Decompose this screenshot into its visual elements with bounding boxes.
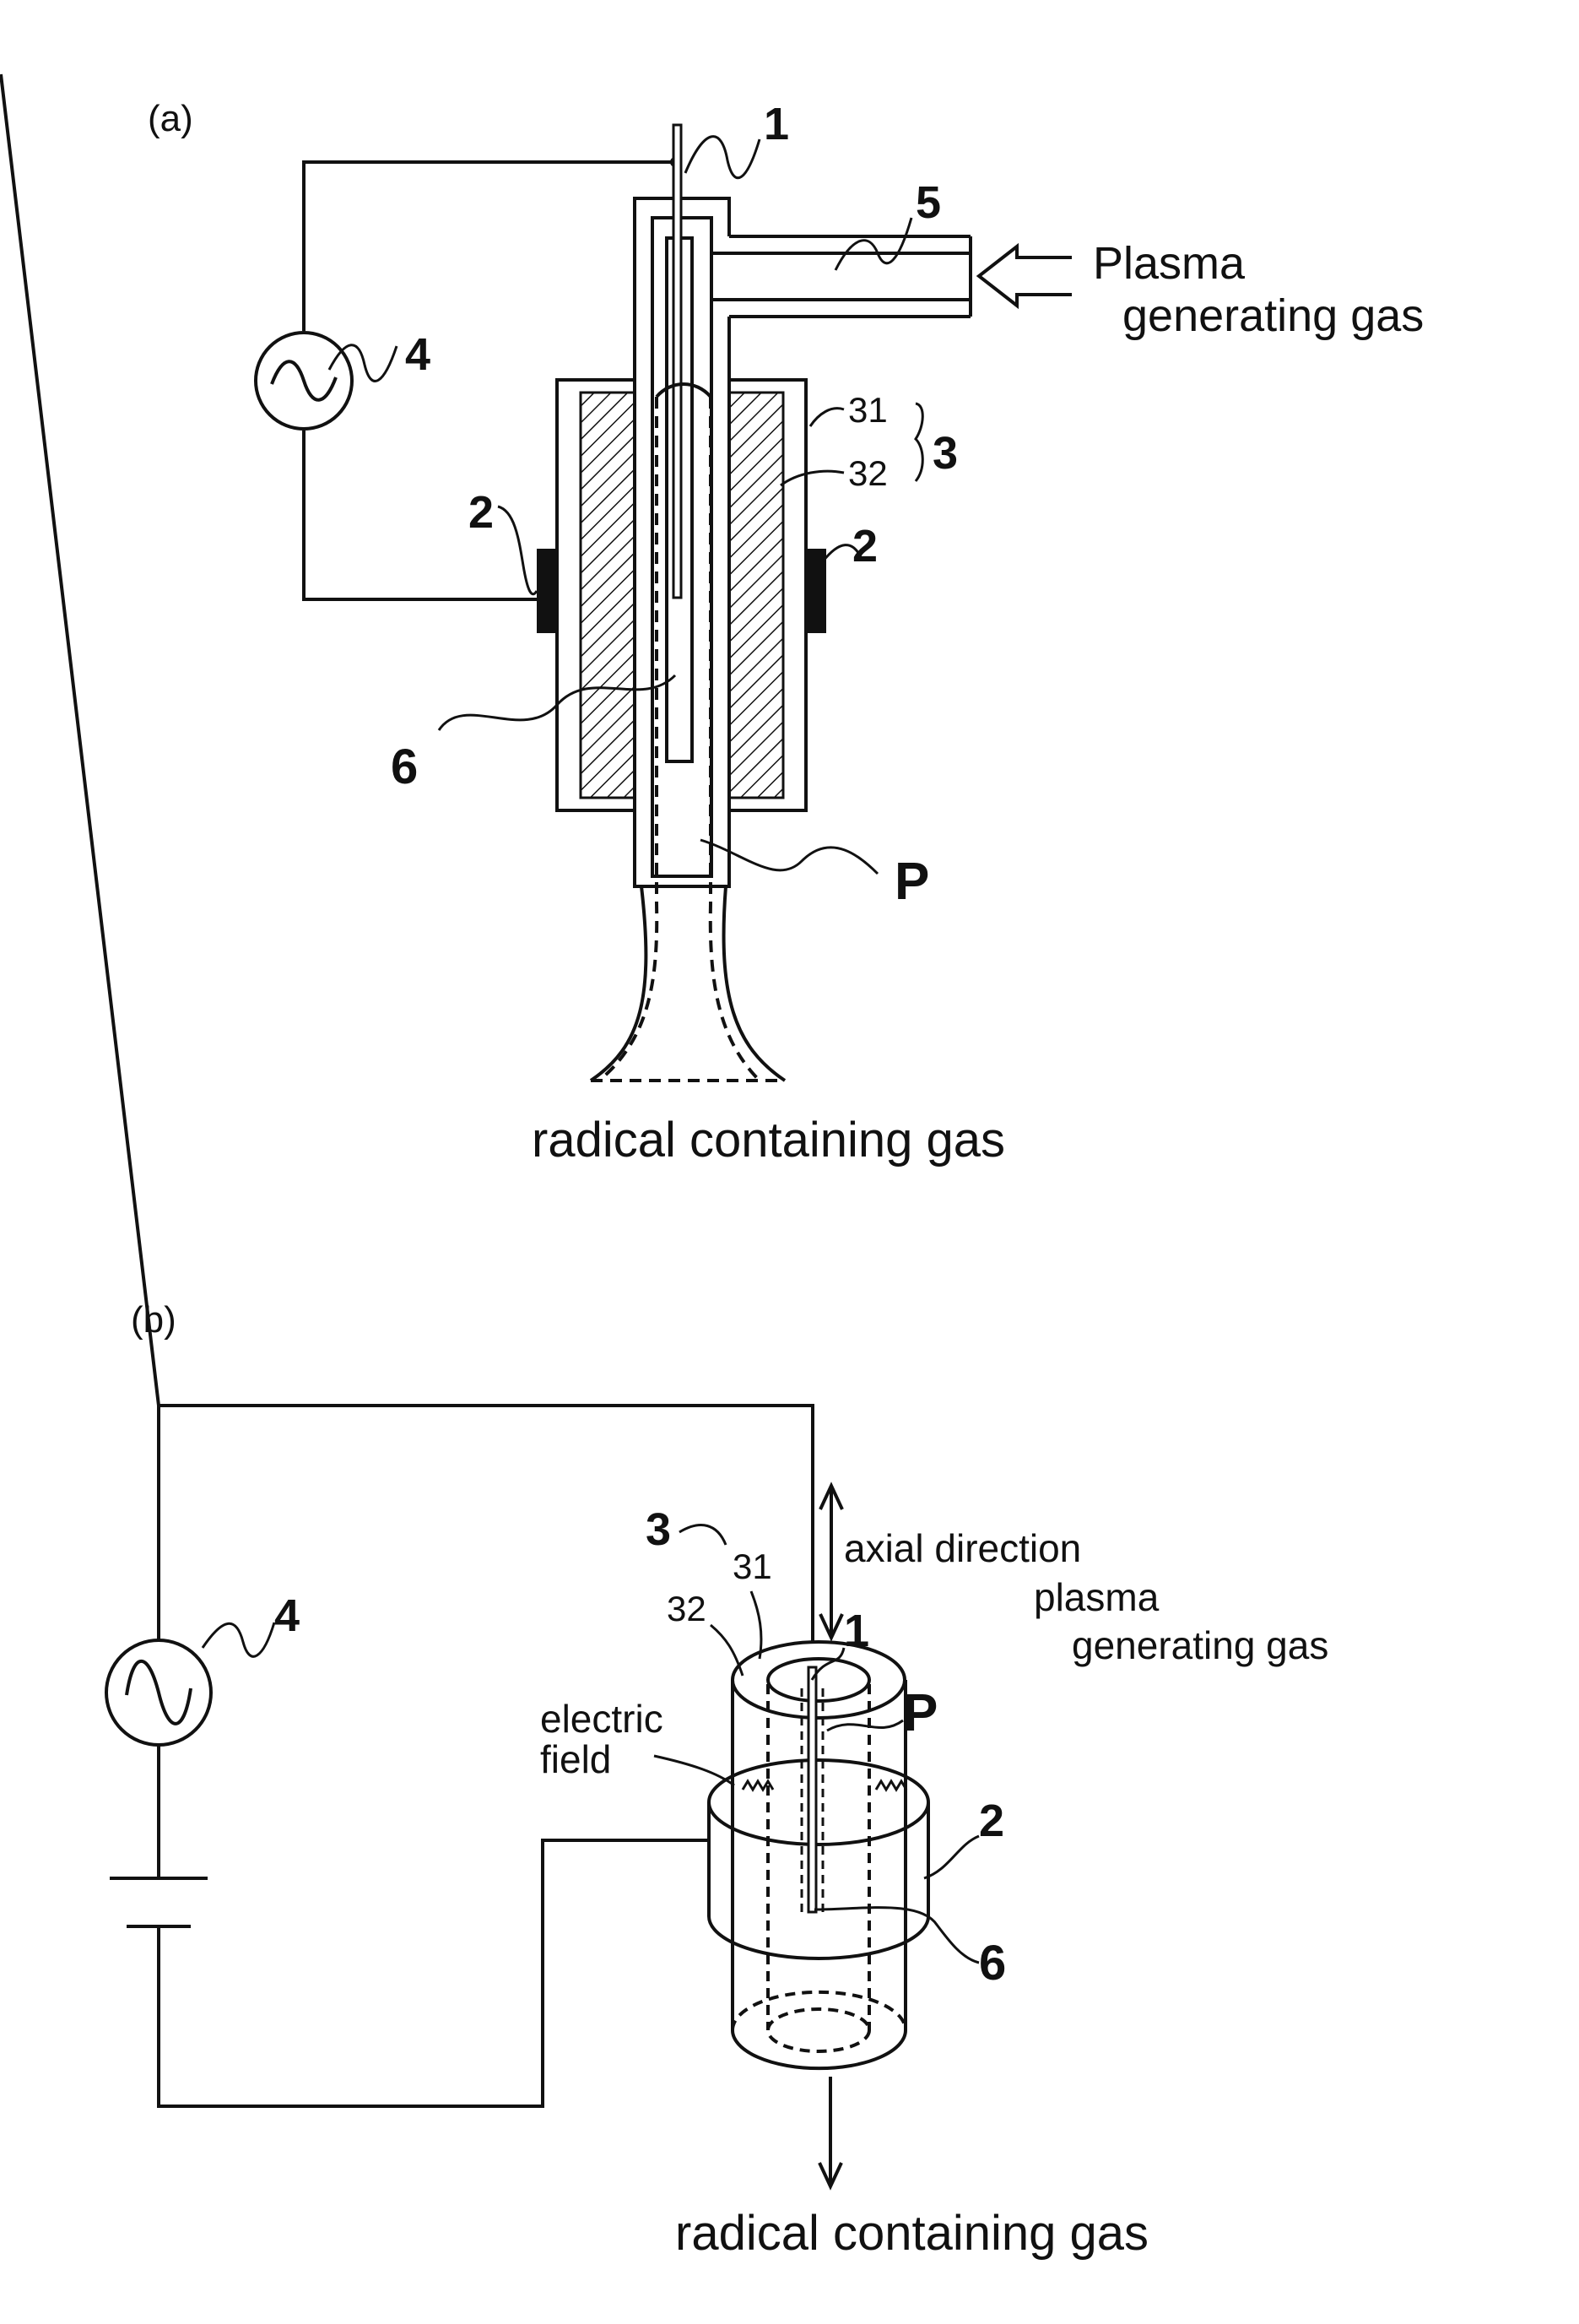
ref-32-b: 32 [667,1589,706,1628]
ref-32: 32 [848,453,888,493]
ref-3: 3 [933,428,958,479]
wire-bottom [304,431,540,599]
ref-1-b: 1 [844,1606,869,1656]
leader-31-b [751,1591,761,1659]
ref-5: 5 [916,177,941,228]
leader-3-b [679,1525,726,1545]
ref-P-b: P [903,1684,938,1742]
field-label-line1: electric [540,1697,663,1741]
outer-cylinder-31-b [733,1642,906,2068]
ref-P: P [895,853,929,911]
ref-31: 31 [848,390,888,430]
axial-direction-arrow-icon [820,1486,842,1638]
ref-4: 4 [405,329,430,380]
axial-direction-label: axial direction [844,1526,1081,1570]
ac-power-source-icon-b [106,1640,211,1745]
brace-3-icon [916,404,922,481]
ac-power-source-icon [256,333,352,429]
outlet-label-a: radical containing gas [532,1113,1005,1167]
ref-31-b: 31 [733,1547,772,1586]
field-label-line2: field [540,1737,611,1781]
wire-electrode-1 [673,125,681,598]
gas-label-line2: generating gas [1072,1623,1328,1667]
inlet-arrow-icon [979,246,1072,306]
inlet-label-line1: Plasma [1093,238,1246,289]
gas-label-line1: plasma [1034,1575,1160,1619]
ref-6-b: 6 [979,1936,1006,1991]
ref-6: 6 [391,739,418,794]
inlet-pipe-fill [719,236,971,317]
wire-electrode-1-b [808,1667,816,1912]
panel-a: (a) [148,98,1424,1167]
outlet-arrow-icon [819,2077,841,2186]
leader-4-b [203,1622,274,1656]
leader-31 [810,409,844,426]
wire-top [304,162,675,331]
ref-3-b: 3 [646,1504,671,1555]
ref-1: 1 [764,99,789,149]
inlet-label-line2: generating gas [1122,290,1424,341]
battery-icon [110,1878,208,1926]
leader-32 [781,471,844,485]
leader-2-b [924,1836,979,1878]
leader-2-left [498,507,537,594]
ref-4-b: 4 [274,1590,300,1641]
wire-bottom-b [159,1840,709,2106]
panel-a-label: (a) [148,98,193,139]
leader-1 [685,137,760,178]
outlet-label-b: radical containing gas [675,2206,1149,2261]
ref-2-right: 2 [852,521,878,572]
electrode-2-left [537,549,557,633]
panel-b-label: (b) [131,1299,176,1341]
leader-6-b [814,1908,979,1963]
ref-2-left: 2 [468,487,494,538]
ref-2-b: 2 [979,1796,1004,1846]
leader-P-b [827,1720,903,1731]
